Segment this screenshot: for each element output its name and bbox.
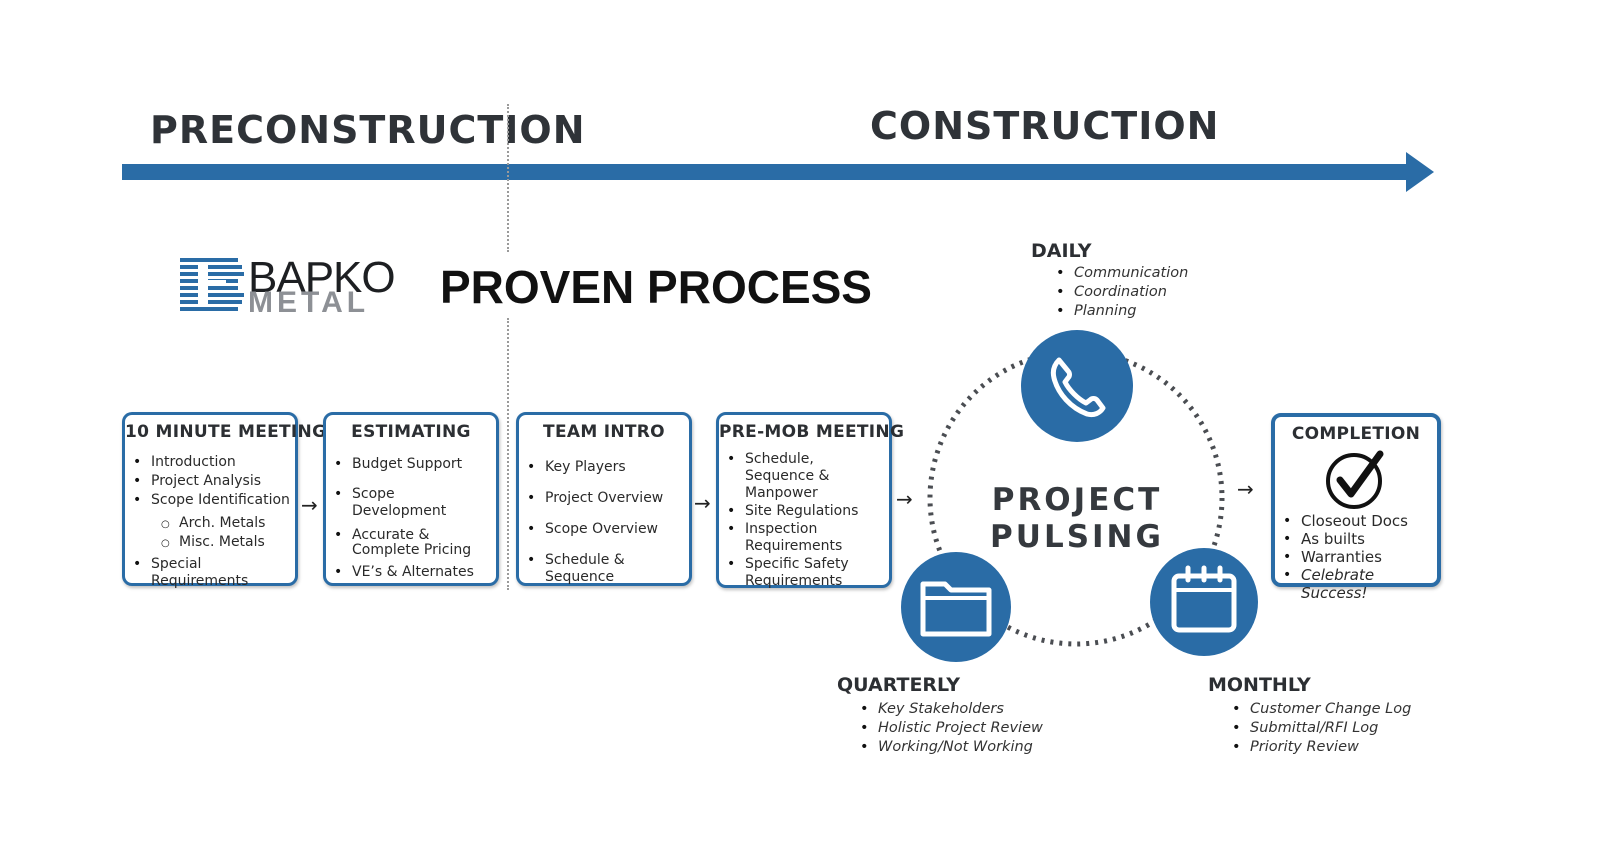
step-arrow-icon: → <box>1237 477 1254 501</box>
logo-text-metal: METAL <box>248 286 370 319</box>
list-item: Introduction <box>125 454 295 471</box>
list-item: As builts <box>1275 530 1437 548</box>
step-items: Budget Support Scope Development Accurat… <box>326 456 496 581</box>
preconstruction-label: PRECONSTRUCTION <box>150 108 586 152</box>
list-item: Communication <box>1050 264 1188 283</box>
list-item: Closeout Docs <box>1275 512 1437 530</box>
list-item: Planning <box>1050 302 1188 321</box>
phone-icon <box>1050 357 1106 418</box>
bapko-logo: BAPKO METAL <box>178 256 418 318</box>
step-team-intro: TEAM INTRO Key Players Project Overview … <box>516 412 692 586</box>
list-item: Special Requirements <box>125 556 295 590</box>
list-item: Project Overview <box>519 490 689 507</box>
list-item: Project Analysis <box>125 473 295 490</box>
quarterly-circle <box>901 552 1011 662</box>
monthly-heading: MONTHLY <box>1208 674 1311 696</box>
list-item: Holistic Project Review <box>854 719 1043 738</box>
list-subitem: Arch. Metals <box>125 515 295 533</box>
step-items: Introduction Project Analysis Scope Iden… <box>125 454 295 590</box>
list-item: Schedule & Sequence <box>519 552 689 586</box>
bapko-logo-mark-icon <box>180 258 244 311</box>
list-item: Submittal/RFI Log <box>1226 719 1411 738</box>
daily-heading: DAILY <box>1031 240 1092 262</box>
list-item: Working/Not Working <box>854 738 1043 757</box>
list-item: Site Regulations <box>719 503 887 520</box>
phase-divider-top <box>507 104 509 252</box>
step-title: 10 MINUTE MEETING <box>125 422 327 442</box>
pulsing-line-1: PROJECT <box>991 482 1163 518</box>
list-item: Key Players <box>519 459 689 476</box>
monthly-list: Customer Change Log Submittal/RFI Log Pr… <box>1226 700 1411 757</box>
list-item: Scope Identification <box>125 492 295 509</box>
step-title: TEAM INTRO <box>543 422 665 442</box>
quarterly-list: Key Stakeholders Holistic Project Review… <box>854 700 1043 757</box>
phase-divider-bottom <box>507 318 509 590</box>
proven-process-heading: PROVEN PROCESS <box>440 261 872 313</box>
step-title: ESTIMATING <box>351 422 471 442</box>
list-item: Scope Overview <box>519 521 689 538</box>
list-item: Inspection Requirements <box>719 521 887 555</box>
list-item: Schedule, Sequence & Manpower <box>719 451 887 502</box>
step-arrow-icon: → <box>694 491 711 515</box>
step-arrow-icon: → <box>301 493 318 517</box>
step-arrow-icon: → <box>896 487 913 511</box>
construction-label: CONSTRUCTION <box>870 104 1220 148</box>
project-pulsing-label: PROJECT PULSING <box>972 482 1182 556</box>
folder-icon <box>920 581 992 637</box>
quarterly-heading: QUARTERLY <box>837 674 960 696</box>
pulsing-line-2: PULSING <box>990 519 1164 555</box>
step-10-minute-meeting: 10 MINUTE MEETING Introduction Project A… <box>122 412 327 589</box>
timeline-arrow <box>122 152 1434 192</box>
list-item: Customer Change Log <box>1226 700 1411 719</box>
daily-circle <box>1021 330 1133 442</box>
list-item: Coordination <box>1050 283 1188 302</box>
list-subitem: Misc. Metals <box>125 534 295 552</box>
step-pre-mob-meeting: PRE-MOB MEETING Schedule, Sequence & Man… <box>716 412 905 590</box>
completion-list: Closeout Docs As builts Warranties Celeb… <box>1275 512 1437 602</box>
step-items: Schedule, Sequence & Manpower Site Regul… <box>719 451 889 590</box>
calendar-icon <box>1171 565 1237 633</box>
list-item: Priority Review <box>1226 738 1411 757</box>
list-item: Specific Safety Requirements <box>719 556 887 590</box>
pulse-cycle-ring <box>927 349 1225 647</box>
step-items: Key Players Project Overview Scope Overv… <box>519 459 689 586</box>
step-completion: COMPLETION Closeout Docs As builts Warra… <box>1271 413 1441 602</box>
daily-list: Communication Coordination Planning <box>1050 264 1188 321</box>
list-item: Accurate & Complete Pricing <box>326 528 492 558</box>
list-item: Key Stakeholders <box>854 700 1043 719</box>
list-item: Scope Development <box>326 486 492 520</box>
list-item: Warranties <box>1275 548 1437 566</box>
list-item: Celebrate Success! <box>1275 566 1437 602</box>
step-estimating: ESTIMATING Budget Support Scope Developm… <box>323 412 499 586</box>
checkmark-icon <box>1326 450 1384 509</box>
step-title: COMPLETION <box>1291 424 1421 444</box>
step-title: PRE-MOB MEETING <box>719 422 905 442</box>
list-item: VE’s & Alternates <box>326 564 492 581</box>
logo-text-bapko: BAPKO <box>248 253 396 302</box>
monthly-circle <box>1150 548 1258 656</box>
list-item: Budget Support <box>326 456 492 473</box>
